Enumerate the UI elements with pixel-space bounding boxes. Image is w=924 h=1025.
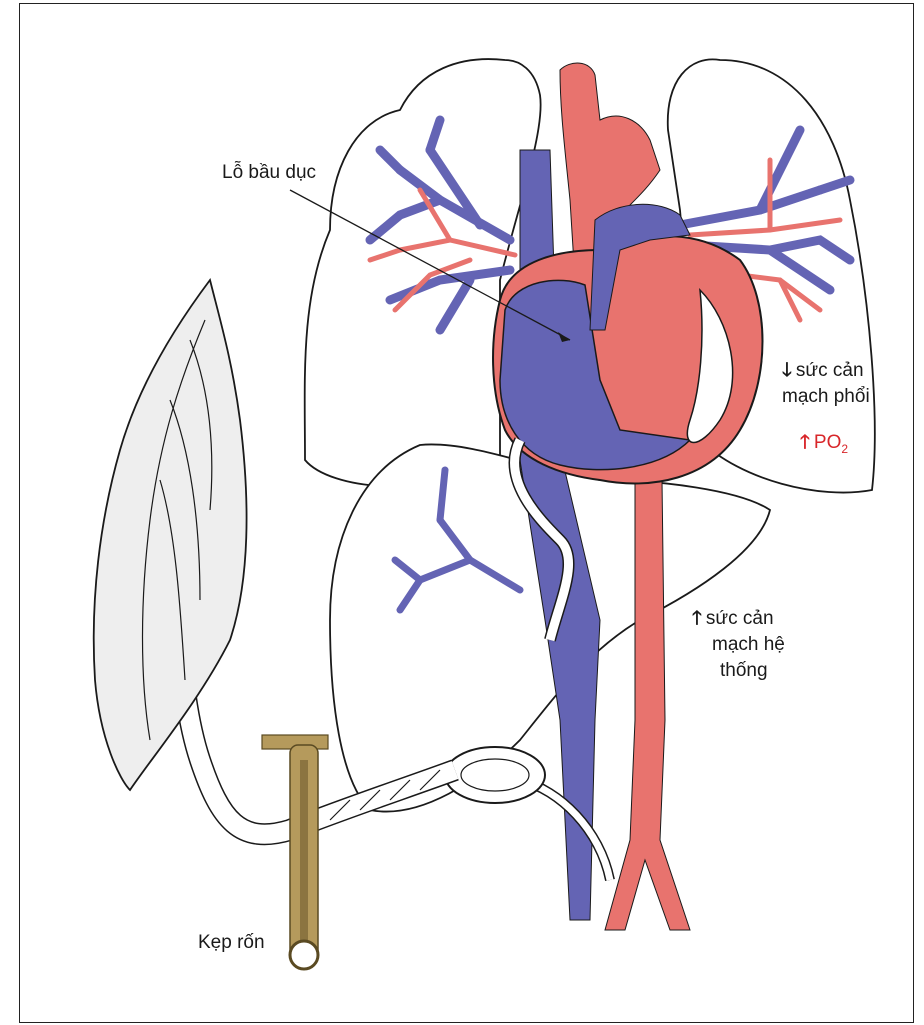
foramen-ovale-text: Lỗ bầu dục <box>222 162 316 183</box>
up-arrow-icon: 🡑 <box>692 608 702 629</box>
label-systemic-resistance: 🡑sức cản mạch hệ thống <box>692 606 785 684</box>
pulm-resistance-line1: sức cản <box>796 360 864 381</box>
sys-resistance-line1: sức cản <box>706 608 774 629</box>
label-foramen-ovale: Lỗ bầu dục <box>222 160 316 186</box>
label-pulmonary-resistance: 🡓sức cản mạch phổi <box>782 358 870 410</box>
up-arrow-red-icon: 🡑 <box>800 432 810 453</box>
label-po2: 🡑PO2 <box>800 430 848 462</box>
placenta <box>94 280 247 790</box>
pulm-resistance-line2: mạch phổi <box>782 386 870 407</box>
down-arrow-icon: 🡓 <box>782 360 792 381</box>
clamp-text: Kẹp rốn <box>198 932 265 953</box>
sys-resistance-line2: mạch hệ <box>712 634 785 655</box>
po2-text: PO <box>814 432 841 453</box>
umbilical-clamp <box>262 735 328 969</box>
label-clamp: Kẹp rốn <box>198 930 265 956</box>
po2-subscript: 2 <box>841 442 848 456</box>
sys-resistance-line3: thống <box>720 660 768 681</box>
umbilical-ring <box>445 747 545 803</box>
